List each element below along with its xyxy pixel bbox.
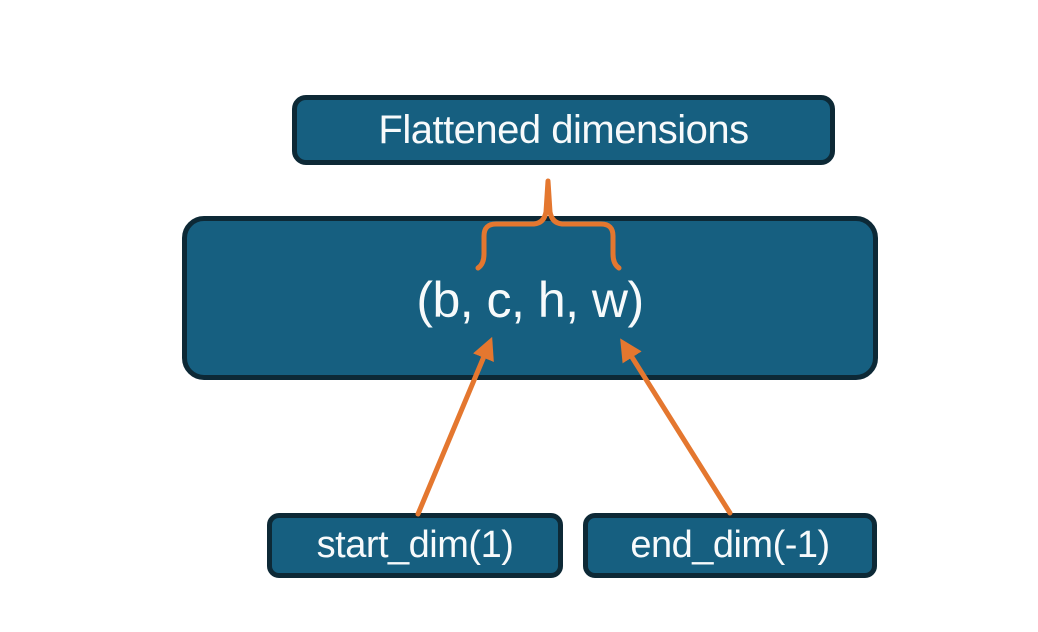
- node-flattened-dimensions: Flattened dimensions: [292, 95, 835, 165]
- node-flattened-dimensions-label: Flattened dimensions: [378, 107, 749, 152]
- node-end-dim: end_dim(-1): [583, 513, 877, 578]
- node-end-dim-label: end_dim(-1): [630, 524, 830, 566]
- node-tensor-shape: (b, c, h, w): [182, 216, 878, 380]
- node-start-dim-label: start_dim(1): [316, 524, 514, 566]
- node-tensor-shape-label: (b, c, h, w): [416, 272, 644, 328]
- node-start-dim: start_dim(1): [267, 513, 563, 578]
